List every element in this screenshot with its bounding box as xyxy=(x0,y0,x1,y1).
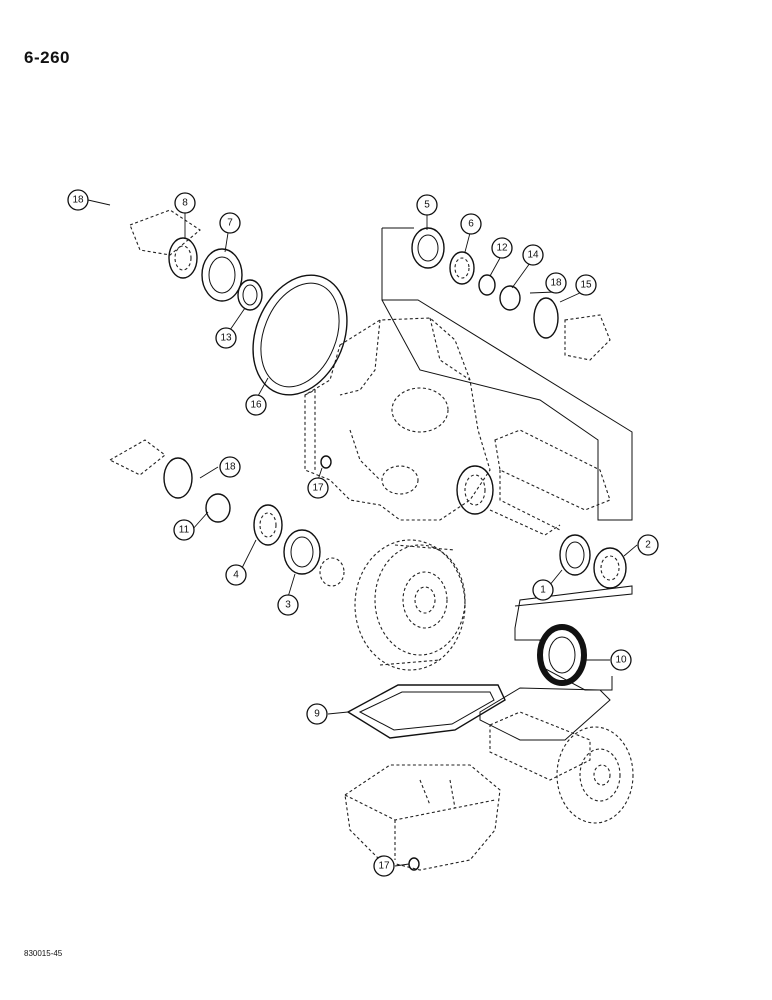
svg-text:12: 12 xyxy=(496,243,508,254)
callout-13: 13 xyxy=(215,327,237,349)
callout-16: 16 xyxy=(245,394,267,416)
upper-right-group-outline xyxy=(381,228,633,521)
callout-18-left: 18 xyxy=(219,456,241,478)
callout-9: 9 xyxy=(306,703,328,725)
svg-text:18: 18 xyxy=(224,462,236,473)
svg-text:15: 15 xyxy=(580,280,592,291)
seal-group-outline xyxy=(514,585,633,691)
callout-18-top-right: 18 xyxy=(545,272,567,294)
svg-text:2: 2 xyxy=(645,540,651,551)
callout-17-lower: 17 xyxy=(373,855,395,877)
callout-1: 1 xyxy=(532,579,554,601)
reference-code: 830015-45 xyxy=(24,949,63,958)
svg-text:5: 5 xyxy=(424,200,430,211)
svg-text:3: 3 xyxy=(285,600,291,611)
page-number: 6-260 xyxy=(24,48,70,67)
callout-10: 10 xyxy=(610,649,632,671)
left-bearing-stack xyxy=(108,439,345,587)
svg-text:13: 13 xyxy=(220,333,232,344)
callout-15: 15 xyxy=(575,274,597,296)
oil-pan xyxy=(344,764,501,871)
upper-left-bearing-stack xyxy=(129,209,263,311)
drain-plug-upper xyxy=(320,455,332,469)
output-shaft xyxy=(456,429,611,536)
leader-lines xyxy=(87,199,638,867)
callout-2: 2 xyxy=(637,534,659,556)
upper-right-bearing-stack xyxy=(411,227,611,361)
svg-text:7: 7 xyxy=(227,218,233,229)
callout-12: 12 xyxy=(491,237,513,259)
svg-text:6: 6 xyxy=(468,219,474,230)
svg-text:18: 18 xyxy=(550,278,562,289)
callout-17-upper: 17 xyxy=(307,477,329,499)
output-flange xyxy=(489,711,634,824)
svg-text:16: 16 xyxy=(250,400,262,411)
callout-11: 11 xyxy=(173,519,195,541)
callout-6: 6 xyxy=(460,213,482,235)
callout-3: 3 xyxy=(277,594,299,616)
svg-text:1: 1 xyxy=(540,585,546,596)
large-gear xyxy=(354,539,466,671)
lower-seal-outline xyxy=(479,687,611,741)
svg-text:10: 10 xyxy=(615,655,627,666)
callout-18-top-left: 18 xyxy=(67,189,89,211)
callout-8: 8 xyxy=(174,192,196,214)
svg-text:18: 18 xyxy=(72,195,84,206)
svg-text:17: 17 xyxy=(312,483,324,494)
housing-gasket xyxy=(252,274,348,396)
svg-text:8: 8 xyxy=(182,198,188,209)
svg-text:4: 4 xyxy=(233,570,239,581)
callout-4: 4 xyxy=(225,564,247,586)
callout-5: 5 xyxy=(416,194,438,216)
right-bearing-stack xyxy=(559,534,627,589)
svg-text:14: 14 xyxy=(527,250,539,261)
svg-text:11: 11 xyxy=(179,525,190,536)
svg-text:17: 17 xyxy=(378,861,390,872)
pan-gasket xyxy=(346,684,506,739)
transmission-housing xyxy=(304,317,491,521)
callout-7: 7 xyxy=(219,212,241,234)
svg-text:9: 9 xyxy=(314,709,320,720)
oil-seal xyxy=(537,624,587,686)
callout-14: 14 xyxy=(522,244,544,266)
